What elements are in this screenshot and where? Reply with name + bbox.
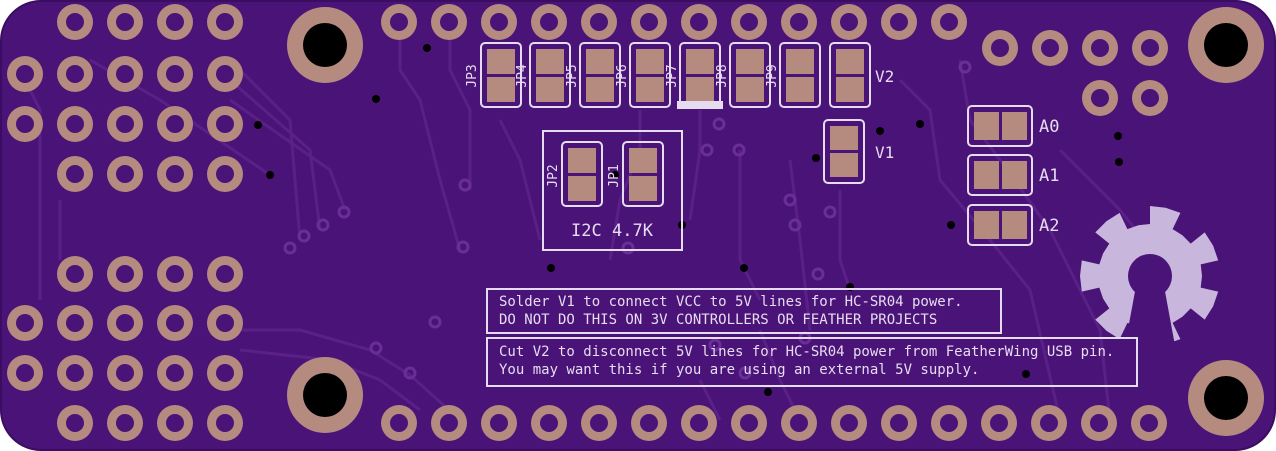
note-v1-line2: DO NOT DO THIS ON 3V CONTROLLERS OR FEAT… — [499, 312, 937, 328]
note-v2-line1: Cut V2 to disconnect 5V lines for HC-SR0… — [499, 344, 1114, 360]
jumper-jp5 — [579, 42, 621, 108]
vias — [254, 44, 1123, 396]
i2c-jumper-box — [542, 130, 683, 251]
jumper-v1 — [823, 119, 865, 184]
label-jp2: JP2 — [546, 164, 561, 187]
tented-vias — [283, 60, 972, 380]
note-v2-line2: You may want this if you are using an ex… — [499, 362, 979, 378]
label-a1: A1 — [1039, 166, 1059, 186]
label-jp1: JP1 — [607, 164, 622, 187]
mounting-holes — [287, 7, 1264, 436]
jumper-jp9 — [779, 42, 821, 108]
label-jp4: JP4 — [515, 64, 530, 88]
label-v1: V1 — [875, 143, 894, 162]
pad-drill-holes — [16, 13, 1159, 432]
note-v2-box: Cut V2 to disconnect 5V lines for HC-SR0… — [486, 337, 1138, 387]
label-v2: V2 — [875, 67, 894, 86]
label-jp5: JP5 — [565, 64, 580, 87]
label-a0: A0 — [1039, 117, 1059, 137]
label-a2: A2 — [1039, 216, 1059, 236]
label-jp8: JP8 — [715, 64, 730, 87]
address-jumpers — [967, 105, 1033, 246]
jumper-jp7 — [677, 42, 723, 109]
label-jp9: JP9 — [765, 64, 780, 87]
note-v1-line1: Solder V1 to connect VCC to 5V lines for… — [499, 294, 963, 310]
top-solder-jumpers — [480, 42, 871, 109]
jumper-jp4 — [529, 42, 571, 108]
note-v1-box: Solder V1 to connect VCC to 5V lines for… — [486, 288, 1002, 334]
jumper-jp8 — [729, 42, 771, 108]
open-source-hardware-gear-icon — [1080, 206, 1219, 351]
label-i2c-pullup: I2C 4.7K — [571, 221, 654, 241]
jumper-v2 — [829, 42, 871, 108]
jumper-jp6 — [629, 42, 671, 108]
label-jp7: JP7 — [665, 64, 680, 87]
top-jumper-labels: JP3 JP4 JP5 JP6 JP7 JP8 JP9 — [465, 64, 780, 88]
label-jp3: JP3 — [465, 64, 480, 87]
jumper-jp3 — [480, 42, 522, 108]
label-jp6: JP6 — [615, 64, 630, 87]
